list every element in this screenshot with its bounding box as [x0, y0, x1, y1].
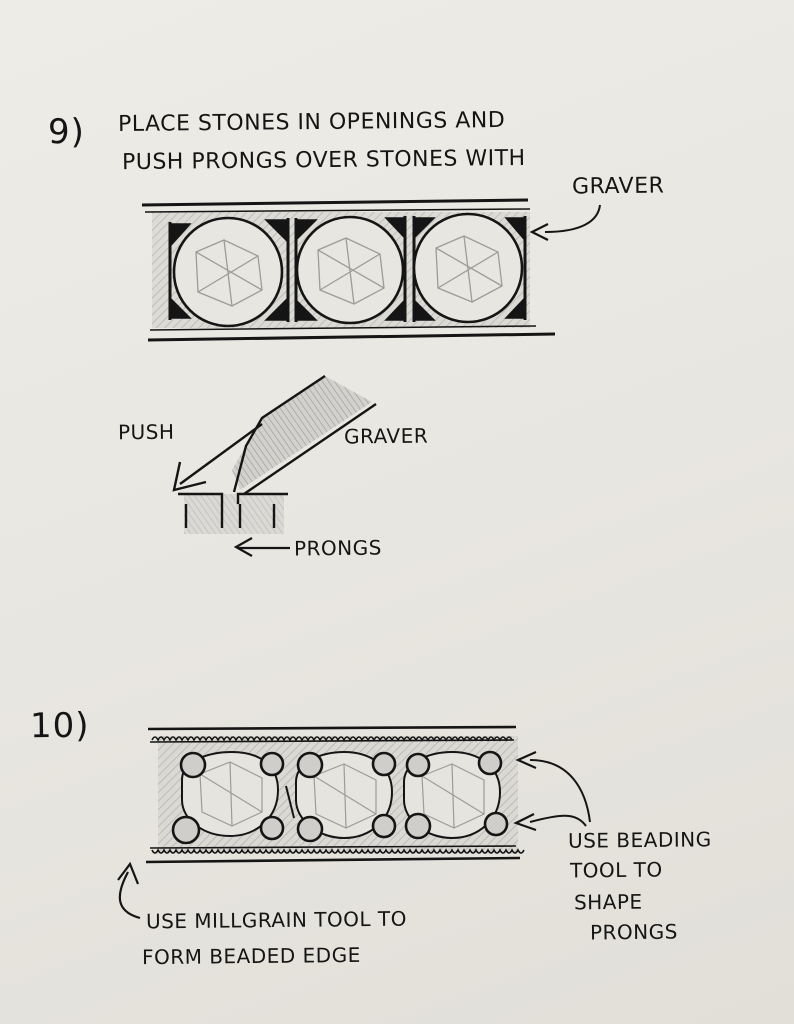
graver-label: GRAVER	[343, 423, 429, 449]
millgrain-note-line-2: FORM BEADED EDGE	[141, 942, 361, 970]
stone-3	[412, 212, 524, 324]
stone-1	[172, 216, 284, 328]
channel-setting-step10	[117, 725, 591, 920]
millgrain-beads-top	[149, 736, 515, 743]
graver-pointer-arrow	[544, 204, 601, 233]
push-label: PUSH	[117, 419, 175, 445]
beading-tool-note-line-4: PRONGS	[589, 919, 678, 945]
beading-tool-note-line-1: USE BEADING	[567, 827, 712, 853]
channel-setting-step9	[141, 198, 601, 342]
graver-detail	[172, 375, 377, 557]
step-10-number: 10)	[29, 705, 90, 747]
millgrain-note-line-1: USE MILLGRAIN TOOL TO	[145, 906, 408, 934]
stone-2	[295, 215, 405, 325]
beading-tool-note-line-3: SHAPE	[573, 889, 643, 915]
beaded-prongs	[171, 750, 509, 845]
beading-tool-note-line-2: TOOL TO	[569, 857, 663, 883]
millgrain-beads-bottom	[149, 845, 525, 854]
prongs-label: PRONGS	[293, 535, 382, 561]
